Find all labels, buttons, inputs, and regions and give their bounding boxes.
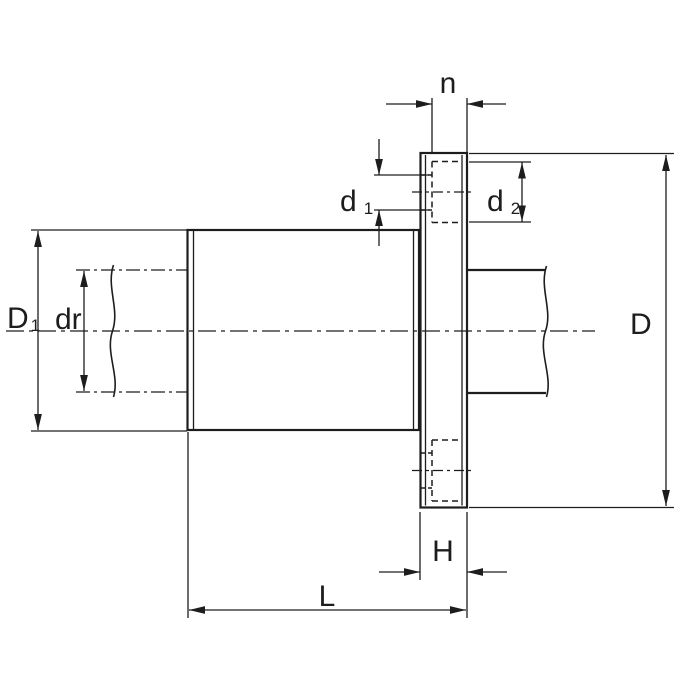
flange-outline	[419, 151, 469, 509]
dim-D1	[31, 229, 187, 432]
bottom-bolt-hole-hidden	[412, 439, 474, 502]
dim-D	[469, 152, 674, 509]
shaft-break-line-right	[542, 265, 549, 398]
body-outline	[186, 228, 421, 432]
dim-d2	[469, 161, 531, 223]
dim-H	[379, 512, 507, 618]
shaft-right-outline	[467, 265, 549, 398]
dim-d1	[374, 139, 429, 246]
label-D: D	[630, 308, 652, 341]
label-n: n	[440, 67, 457, 100]
label-L: L	[319, 580, 336, 613]
dim-n	[386, 98, 506, 152]
label-H: H	[432, 535, 454, 568]
label-dr: dr	[55, 303, 82, 336]
dim-L	[187, 432, 466, 618]
